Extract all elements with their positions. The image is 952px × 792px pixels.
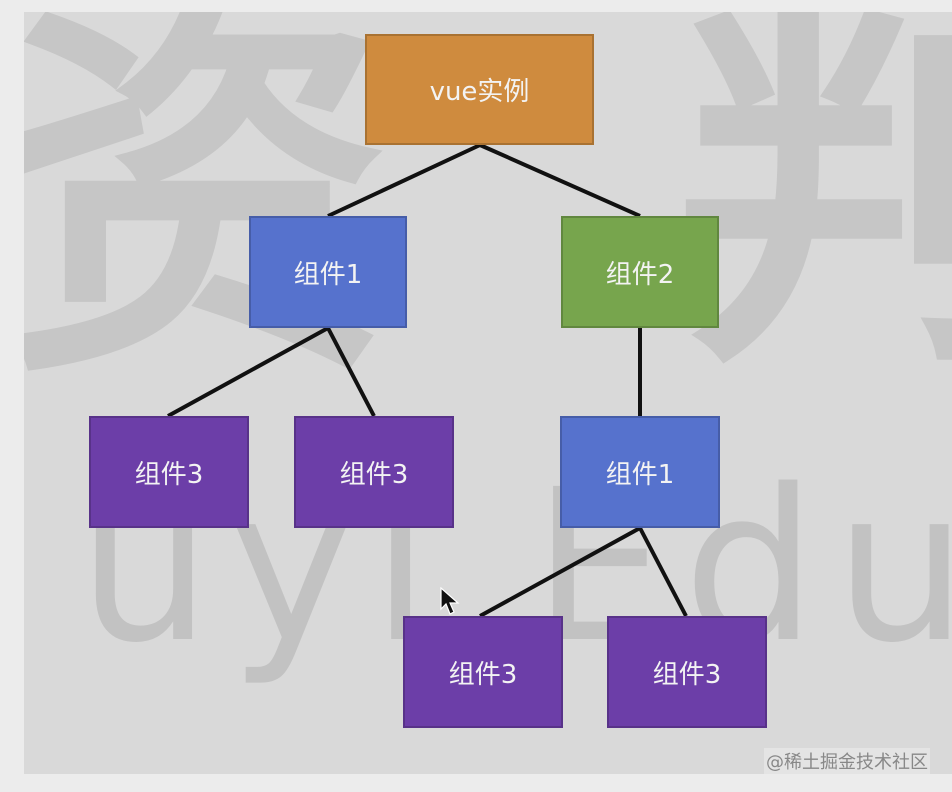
node-left-component-1-label: 组件1 [293,259,363,290]
credit-text: @稀土掘金技术社区 [764,748,930,774]
node-vue-instance: vue实例 [365,34,594,145]
watermark-left: 资 [24,12,390,424]
node-left-child-component-3-b-label: 组件3 [339,459,409,490]
node-left-child-component-3-a-label: 组件3 [134,459,204,490]
mouse-pointer-icon [440,587,460,615]
node-bottom-component-3-a: 组件3 [403,616,563,728]
node-left-child-component-3-a: 组件3 [89,416,249,528]
node-left-child-component-3-b: 组件3 [294,416,454,528]
node-bottom-component-3-b-label: 组件3 [652,659,722,690]
node-right-child-component-1: 组件1 [560,416,720,528]
watermark-right: 判 [674,12,952,414]
node-vue-instance-label: vue实例 [429,77,530,107]
node-bottom-component-3-b: 组件3 [607,616,767,728]
node-right-child-component-1-label: 组件1 [605,459,675,490]
node-right-component-2-label: 组件2 [605,259,675,290]
node-left-component-1: 组件1 [249,216,407,328]
node-bottom-component-3-a-label: 组件3 [448,659,518,690]
node-right-component-2: 组件2 [561,216,719,328]
